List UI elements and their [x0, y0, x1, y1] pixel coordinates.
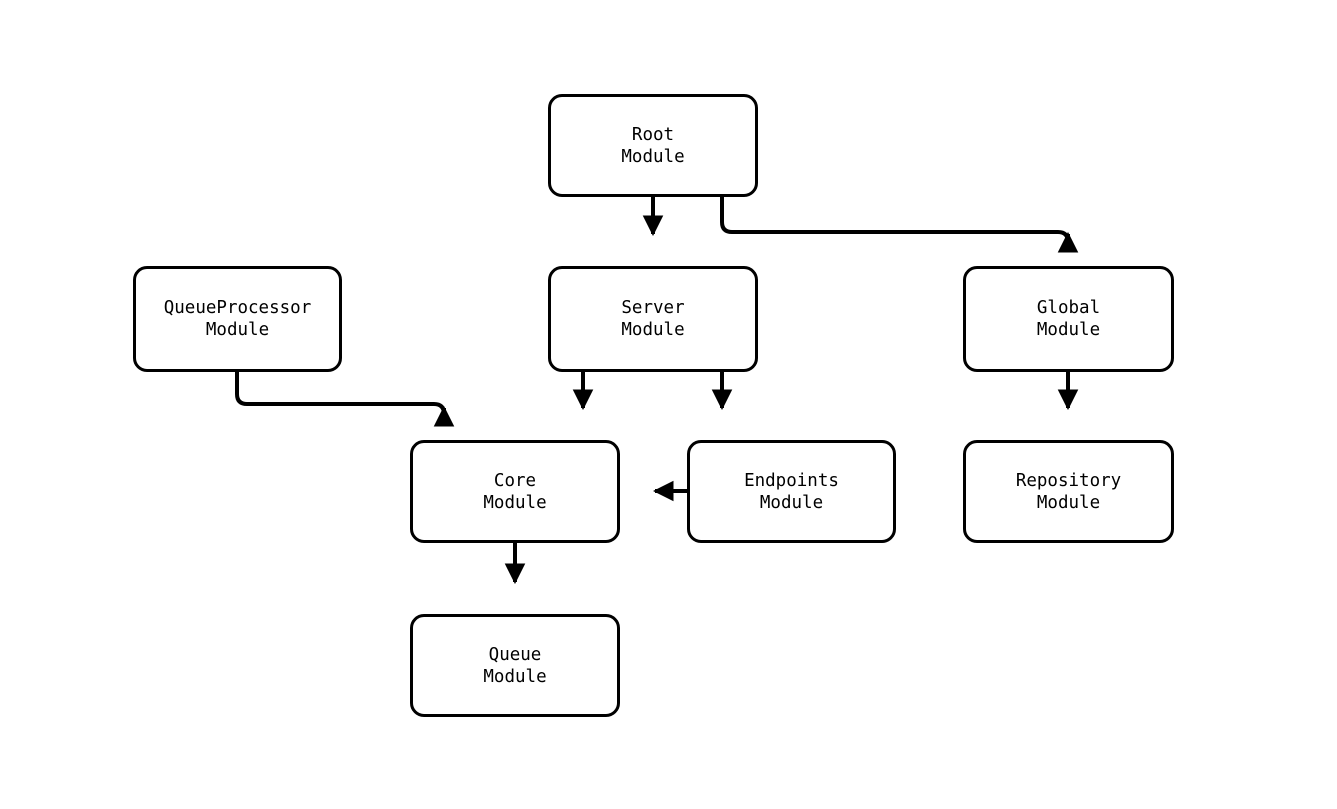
node-endpoints-module-line1: Endpoints — [744, 470, 839, 491]
node-root-module-line1: Root — [631, 124, 675, 145]
node-core-module-line2: Module — [483, 492, 547, 513]
node-server-module-line1: Server — [621, 298, 685, 318]
node-global-module-line1: Global — [1036, 298, 1101, 318]
node-global-module[interactable]: Global Module — [963, 266, 1174, 372]
node-queueprocessor-module-line2: Module — [205, 320, 270, 340]
node-queueprocessor-module-line1: QueueProcessor — [163, 298, 312, 318]
node-endpoints-module[interactable]: Endpoints Module — [687, 440, 896, 543]
node-server-module-line2: Module — [621, 320, 685, 340]
node-endpoints-module-line2: Module — [759, 492, 824, 513]
node-repository-module-line1: Repository — [1015, 470, 1122, 491]
node-core-module[interactable]: Core Module — [410, 440, 620, 543]
node-queue-module[interactable]: Queue Module — [410, 614, 620, 717]
node-core-module-line1: Core — [493, 470, 537, 491]
node-queue-module-line2: Module — [483, 666, 547, 687]
node-repository-module-line2: Module — [1036, 492, 1101, 513]
node-queueprocessor-module[interactable]: QueueProcessor Module — [133, 266, 342, 372]
node-repository-module[interactable]: Repository Module — [963, 440, 1174, 543]
node-server-module[interactable]: Server Module — [548, 266, 758, 372]
node-global-module-line2: Module — [1036, 320, 1101, 340]
node-root-module[interactable]: Root Module — [548, 94, 758, 197]
node-queue-module-line1: Queue — [488, 644, 542, 665]
edge-queueprocessor-to-core — [235, 372, 455, 427]
edge-root-to-global — [720, 197, 1079, 253]
node-root-module-line2: Module — [621, 146, 685, 167]
